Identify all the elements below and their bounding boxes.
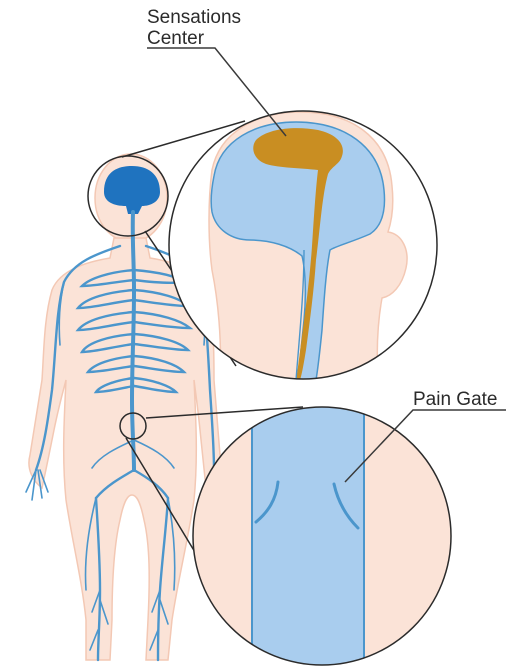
head-zoom-circle — [169, 111, 437, 380]
label-sensations-line1: Sensations — [147, 7, 241, 28]
label-sensations-line2: Center — [147, 28, 205, 49]
spine-zoom-circle — [193, 400, 451, 667]
spinal-cord — [132, 212, 134, 470]
spinal-cord-segment — [252, 400, 364, 667]
label-pain-gate: Pain Gate — [413, 389, 498, 410]
